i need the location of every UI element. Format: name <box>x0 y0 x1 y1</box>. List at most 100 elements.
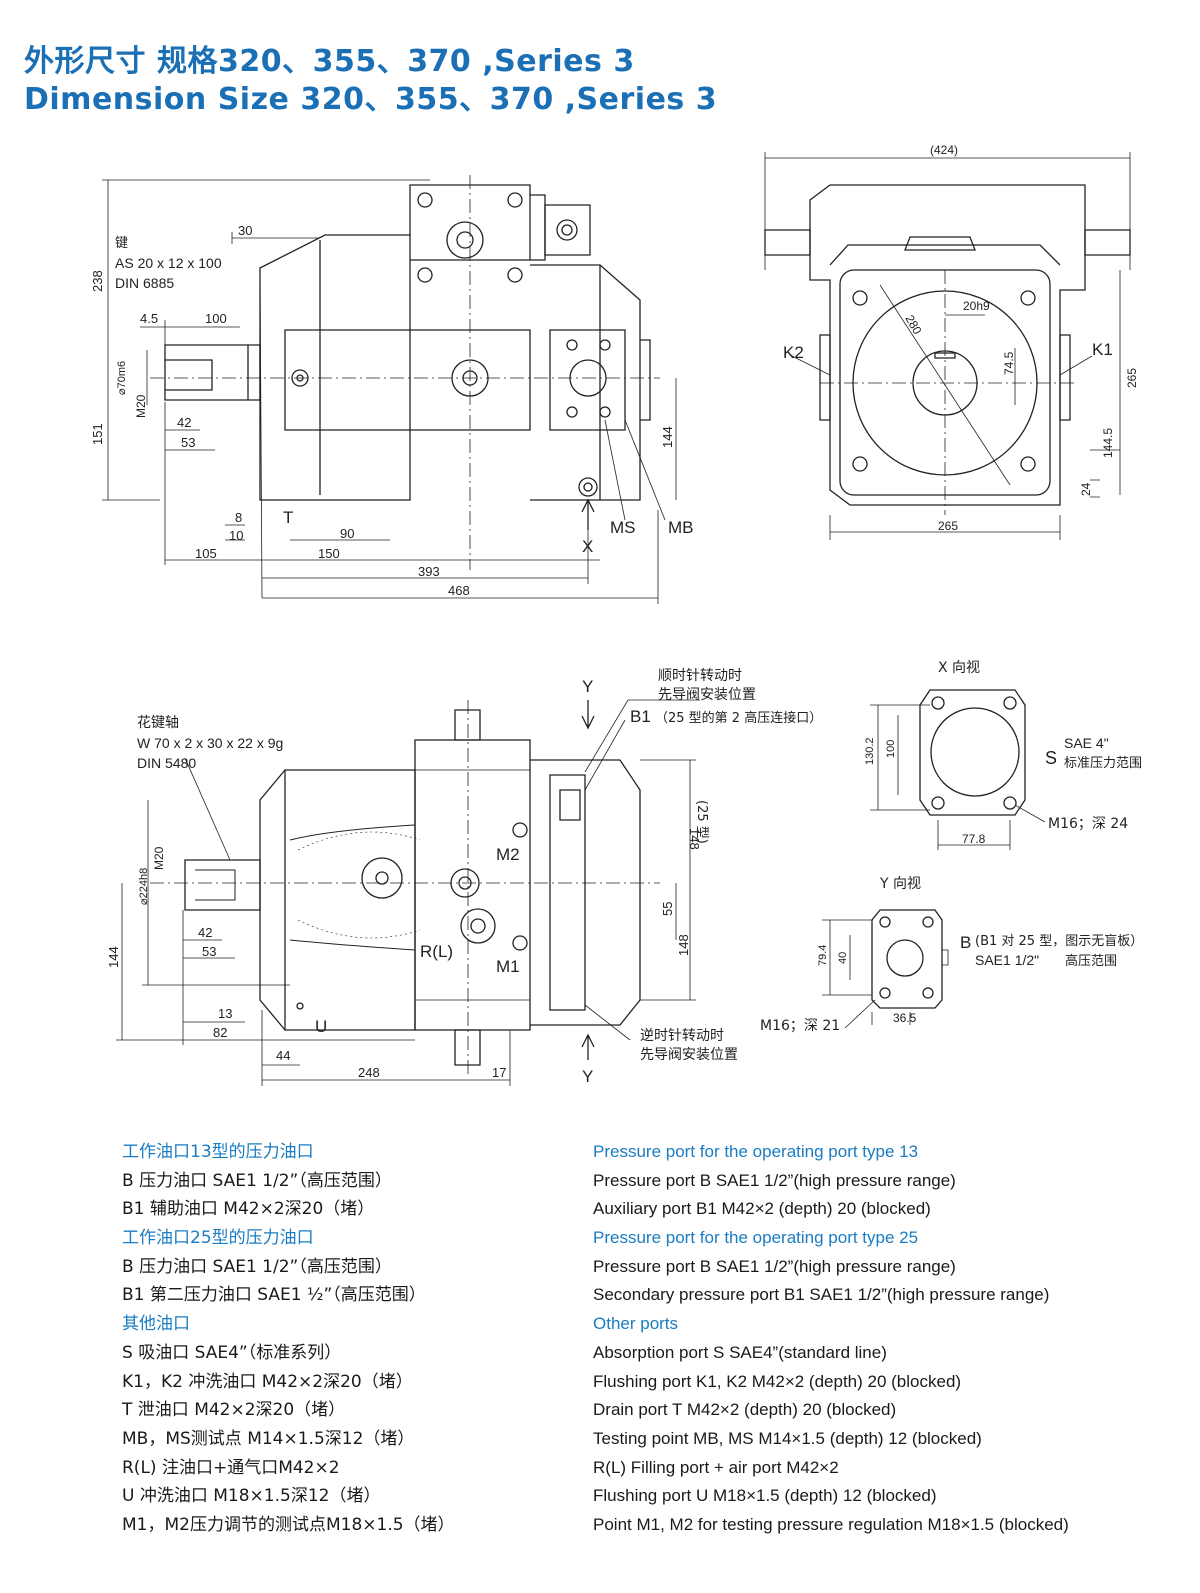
dim-53-top: 53 <box>181 435 195 450</box>
s-spec: SAE 4" <box>1064 735 1109 751</box>
dim-m20-side: M20 <box>152 846 166 870</box>
legend-heading: Other ports <box>593 1314 679 1334</box>
dim-79-4: 79.4 <box>817 945 829 966</box>
dim-42-top: 42 <box>177 415 191 430</box>
cw-label-2: 先导阀安装位置 <box>658 687 756 703</box>
dim-265-vertical: 265 <box>1125 368 1139 388</box>
dim-40: 40 <box>837 952 849 964</box>
cw-label-1: 顺时针转动时 <box>658 668 742 684</box>
dim-70m6: ⌀70m6 <box>116 361 128 395</box>
x-view-title: X 向视 <box>938 660 980 676</box>
dim-100-x: 100 <box>885 740 897 758</box>
dim-4-5: 4.5 <box>140 311 158 326</box>
dim-42-side: 42 <box>198 925 212 940</box>
arrow-y-bottom-label: Y <box>582 1067 593 1086</box>
top-view <box>102 175 677 604</box>
legend-item: Point M1, M2 for testing pressure regula… <box>593 1514 1069 1534</box>
end-view <box>764 152 1131 540</box>
dim-151: 151 <box>90 423 105 445</box>
page-title-en: Dimension Size 320、355、370 ,Series 3 <box>24 82 718 117</box>
legend-item: Flushing port U M18×1.5 (depth) 12 (bloc… <box>593 1486 937 1506</box>
legend-item: K1，K2 冲洗油口 M42×2深20（堵） <box>122 1371 413 1392</box>
port-k1-label: K1 <box>1092 340 1113 359</box>
dim-36-5: 36.5 <box>893 1011 917 1025</box>
legend-item: B 压力油口 SAE1 1/2”（高压范围） <box>122 1170 392 1191</box>
legend-item: Secondary pressure port B1 SAE1 1/2”(hig… <box>593 1285 1050 1305</box>
key-label: 键 <box>115 236 128 251</box>
technical-drawing: 键 AS 20 x 12 x 100 DIN 6885 30 238 4.5 1… <box>90 143 1143 1086</box>
dim-17: 17 <box>492 1065 506 1080</box>
dim-20h9: 20h9 <box>963 299 990 313</box>
dim-90: 90 <box>340 526 354 541</box>
port-k2-label: K2 <box>783 343 804 362</box>
legend-item: MB，MS测试点 M14×1.5深12（堵） <box>122 1428 415 1449</box>
port-rl-label: R(L) <box>420 942 453 961</box>
dim-238: 238 <box>90 270 105 292</box>
dim-8: 8 <box>235 510 242 525</box>
legend-heading: Pressure port for the operating port typ… <box>593 1142 919 1161</box>
b-note: (B1 对 25 型，图示无盲板） <box>975 933 1143 949</box>
spline-label: 花键轴 <box>137 715 179 731</box>
legend-item: Flushing port K1, K2 M42×2 (depth) 20 (b… <box>593 1371 962 1391</box>
arrow-x-label: X <box>582 537 593 556</box>
legend-item: S 吸油口 SAE4”（标准系列） <box>122 1342 342 1363</box>
spline-spec-2: DIN 5480 <box>137 755 196 771</box>
port-b1-label: B1 <box>630 707 651 726</box>
page-title-cn: 外形尺寸 规格320、355、370 ,Series 3 <box>24 44 635 79</box>
legend-item: R(L) Filling port + air port M42×2 <box>593 1457 839 1477</box>
dim-224h8: ⌀224h8 <box>138 868 150 905</box>
legend-item: Drain port T M42×2 (depth) 20 (blocked) <box>593 1400 897 1420</box>
legend-heading: 其他油口 <box>122 1314 190 1335</box>
dim-13: 13 <box>218 1006 232 1021</box>
legend-item: U 冲洗油口 M18×1.5深12（堵） <box>122 1486 381 1507</box>
dim-265-horizontal: 265 <box>938 519 958 533</box>
ccw-label-1: 逆时针转动时 <box>640 1028 724 1044</box>
b1-note: （25 型的第 2 高压连接口） <box>655 710 822 726</box>
key-spec-1: AS 20 x 12 x 100 <box>115 255 222 271</box>
dim-74-5: 74.5 <box>1002 351 1016 375</box>
x-view <box>870 689 1046 850</box>
dim-148-25: 148 <box>687 828 702 850</box>
arrow-y-top-label: Y <box>582 677 593 696</box>
dim-55: 55 <box>660 902 675 916</box>
legend-chinese: 工作油口13型的压力油口 B 压力油口 SAE1 1/2”（高压范围） B1 辅助油… <box>122 1138 455 1540</box>
dim-105: 105 <box>195 546 217 561</box>
dim-30: 30 <box>238 223 252 238</box>
dim-144-top: 144 <box>660 426 675 448</box>
dim-10: 10 <box>229 528 243 543</box>
port-b-label: B <box>960 933 971 952</box>
port-t-label: T <box>283 508 293 527</box>
legend-item: B1 第二压力油口 SAE1 ½”（高压范围） <box>122 1285 426 1306</box>
dim-248: 248 <box>358 1065 380 1080</box>
port-ms-label: MS <box>610 518 636 537</box>
port-m2-label: M2 <box>496 845 520 864</box>
legend-item: M1，M2压力调节的测试点M18×1.5（堵） <box>122 1514 455 1535</box>
dim-82: 82 <box>213 1025 227 1040</box>
spline-spec-1: W 70 x 2 x 30 x 22 x 9g <box>137 735 283 751</box>
legend-item: T 泄油口 M42×2深20（堵） <box>122 1400 346 1421</box>
y-view-title: Y 向视 <box>879 876 921 892</box>
b-range: 高压范围 <box>1065 953 1117 969</box>
legend-english: Pressure port for the operating port typ… <box>593 1138 1069 1540</box>
key-spec-2: DIN 6885 <box>115 275 174 291</box>
b-spec: SAE1 1/2" <box>975 952 1039 968</box>
y-view-thread: M16；深 21 <box>760 1018 840 1034</box>
dim-53-side: 53 <box>202 944 216 959</box>
legend-item: R(L) 注油口+通气口M42×2 <box>122 1457 340 1478</box>
ccw-label-2: 先导阀安装位置 <box>640 1047 738 1063</box>
dim-424: (424) <box>930 143 958 157</box>
dim-468: 468 <box>448 583 470 598</box>
dim-m20-top: M20 <box>134 394 148 418</box>
legend-heading: 工作油口25型的压力油口 <box>122 1228 314 1249</box>
legend-item: Absorption port S SAE4”(standard line) <box>593 1342 887 1362</box>
dim-150: 150 <box>318 546 340 561</box>
dim-25-type: (25 型) <box>694 800 709 844</box>
dim-130-2: 130.2 <box>864 737 876 765</box>
side-view <box>116 699 700 1086</box>
dim-24: 24 <box>1079 482 1093 496</box>
port-mb-label: MB <box>668 518 694 537</box>
legend-heading: 工作油口13型的压力油口 <box>122 1142 314 1162</box>
legend-item: B1 辅助油口 M42×2深20（堵） <box>122 1199 375 1220</box>
port-s-label: S <box>1045 748 1057 768</box>
legend-item: Pressure port B SAE1 1/2”(high pressure … <box>593 1256 956 1276</box>
